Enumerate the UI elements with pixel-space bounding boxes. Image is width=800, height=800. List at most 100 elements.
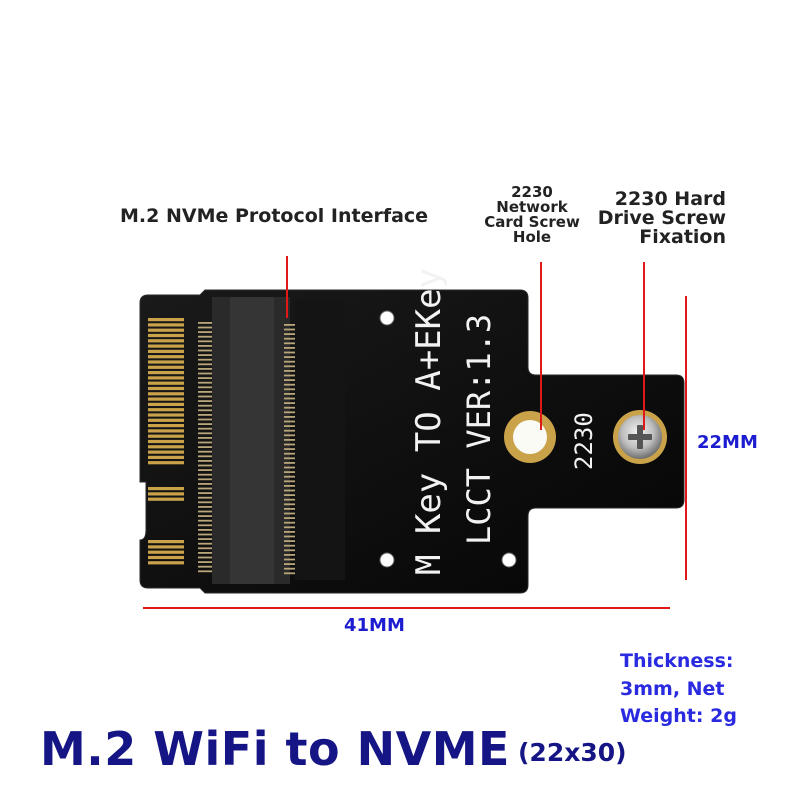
drive-fix-line-1: 2230 Hard	[614, 188, 726, 210]
socket-pin	[198, 414, 212, 416]
gold-finger	[148, 555, 184, 560]
width-label: 41MM	[344, 615, 405, 636]
socket-pin	[198, 418, 212, 421]
socket-pin	[198, 496, 212, 499]
gold-finger	[148, 550, 184, 554]
socket-pin	[198, 404, 212, 407]
gold-finger	[148, 492, 184, 496]
socket-pin	[198, 358, 212, 361]
network-hole-line-4: Hole	[512, 228, 552, 246]
socket-pin	[198, 450, 212, 453]
gold-finger	[148, 439, 184, 444]
gold-finger	[148, 402, 184, 406]
gold-finger	[148, 349, 184, 353]
socket-pin	[198, 322, 212, 324]
socket-pin	[198, 437, 212, 439]
socket-pin	[198, 556, 212, 559]
socket-pin	[198, 345, 212, 347]
spec-line-3: Weight: 2g	[620, 705, 737, 728]
network-hole-line-3: Card Screw	[484, 213, 580, 231]
gold-finger	[148, 392, 184, 396]
gold-finger	[148, 339, 184, 343]
small-hole-bottom	[379, 552, 395, 568]
socket-pin	[198, 469, 212, 471]
socket-pin	[198, 391, 212, 393]
interface-callout: M.2 NVMe Protocol Interface	[120, 205, 429, 227]
socket-pin	[198, 395, 212, 398]
socket-pin	[198, 427, 212, 430]
gold-finger	[148, 561, 184, 565]
network-hole-callout: 2230 Network Card Screw Hole	[476, 185, 588, 245]
socket-pin	[198, 386, 212, 389]
spec-line-1: Thickness:	[620, 650, 734, 672]
socket-pin	[198, 565, 212, 568]
gold-finger	[148, 450, 184, 454]
silk-line-1: M Key TO A+EKey	[409, 268, 449, 575]
socket-pin	[198, 372, 212, 375]
socket-pin	[198, 340, 212, 343]
product-title: M.2 WiFi to NVME	[40, 722, 510, 776]
gold-finger	[148, 455, 184, 459]
socket-pin	[198, 510, 212, 513]
spec-line-2: 3mm, Net	[620, 677, 725, 700]
socket-pin	[198, 464, 212, 467]
socket-pin	[198, 529, 212, 531]
socket-pin	[198, 519, 212, 522]
socket-pin	[198, 552, 212, 554]
socket-pin	[198, 501, 212, 504]
drive-fix-callout: 2230 Hard Drive Screw Fixation	[586, 190, 726, 247]
gold-finger	[148, 397, 184, 401]
socket-pin	[198, 487, 212, 490]
socket-pin	[198, 432, 212, 435]
socket-pin	[198, 478, 212, 481]
gold-finger	[148, 344, 184, 348]
socket-pin	[198, 506, 212, 508]
silk-size: 2230	[570, 412, 598, 470]
gold-finger	[148, 429, 184, 433]
gold-finger	[148, 386, 184, 391]
gold-finger	[148, 371, 184, 375]
small-hole-right	[501, 552, 517, 568]
gold-finger	[148, 545, 184, 549]
socket-pin	[198, 561, 212, 563]
socket-pin	[198, 335, 212, 338]
socket-pin	[198, 473, 212, 476]
socket-pin	[198, 368, 212, 370]
socket-pin	[198, 455, 212, 458]
product-size: (22x30)	[518, 738, 627, 767]
socket-pin	[198, 524, 212, 527]
socket-pin	[198, 349, 212, 352]
drive-fix-line-2: Drive Screw	[597, 207, 726, 229]
socket-pin	[198, 409, 212, 412]
gold-finger	[148, 376, 184, 380]
socket-pin	[198, 533, 212, 536]
gold-finger	[148, 418, 184, 422]
gold-finger	[148, 328, 184, 332]
small-hole-top	[379, 310, 395, 326]
socket-pin	[198, 538, 212, 540]
gold-finger	[148, 318, 184, 322]
gold-finger	[148, 487, 184, 491]
gold-finger	[148, 540, 184, 544]
gold-finger	[148, 434, 184, 438]
socket-pin	[198, 515, 212, 517]
socket-pin	[198, 441, 212, 444]
socket-pin	[198, 492, 212, 494]
gold-finger	[148, 360, 184, 364]
silk-line-2: LCCT VER:1.3	[460, 314, 498, 545]
gold-finger	[148, 445, 184, 449]
gold-finger	[148, 424, 184, 428]
socket-pin	[198, 542, 212, 545]
gold-fingers	[148, 318, 184, 565]
socket-pin	[198, 547, 212, 550]
socket-pin	[198, 326, 212, 329]
drive-fix-line-3: Fixation	[639, 226, 726, 248]
gold-finger	[148, 381, 184, 385]
socket-pin	[198, 446, 212, 448]
socket-pin	[198, 400, 212, 402]
socket-pin	[198, 483, 212, 485]
gold-finger	[148, 413, 184, 417]
socket-pin	[198, 377, 212, 379]
socket-pin	[198, 423, 212, 425]
